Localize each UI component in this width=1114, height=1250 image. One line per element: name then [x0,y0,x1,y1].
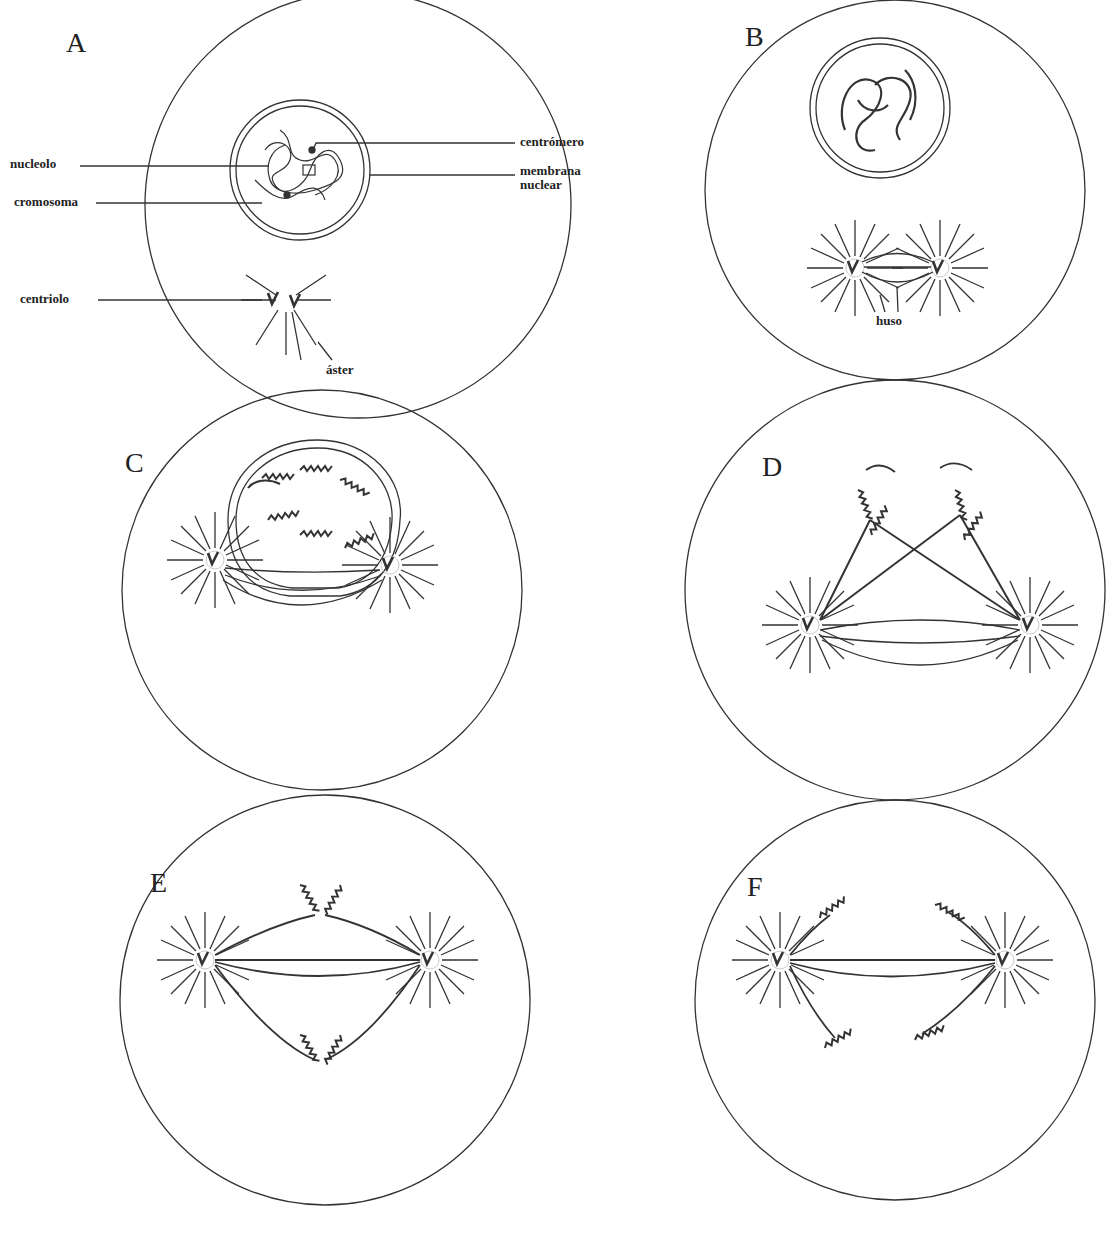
leader-line [98,299,262,300]
cell-c [122,390,522,790]
part-label: centrómero [520,135,584,149]
leader-line [369,174,515,175]
cell-a [80,0,571,418]
panel-letter: B [745,22,764,51]
leader-line [880,287,898,312]
part-label: membrana nuclear [520,164,594,191]
leader-line [313,143,515,150]
cell-e [120,795,530,1205]
part-label: nucleolo [10,157,56,171]
part-label: centriolo [20,292,69,306]
cell-b [705,0,1085,380]
panel-letter: A [66,28,86,57]
part-label: cromosoma [14,195,78,209]
panel-letter: E [150,868,167,897]
panel-letter: D [762,452,782,481]
cell-f [695,800,1095,1200]
cell-d [685,380,1105,800]
leader-line [80,165,268,166]
part-label: huso [876,314,902,328]
leader-line [96,202,262,203]
panel-letter: C [125,448,144,477]
part-label: áster [326,363,353,377]
panel-letter: F [747,872,763,901]
leader-line [318,342,332,360]
